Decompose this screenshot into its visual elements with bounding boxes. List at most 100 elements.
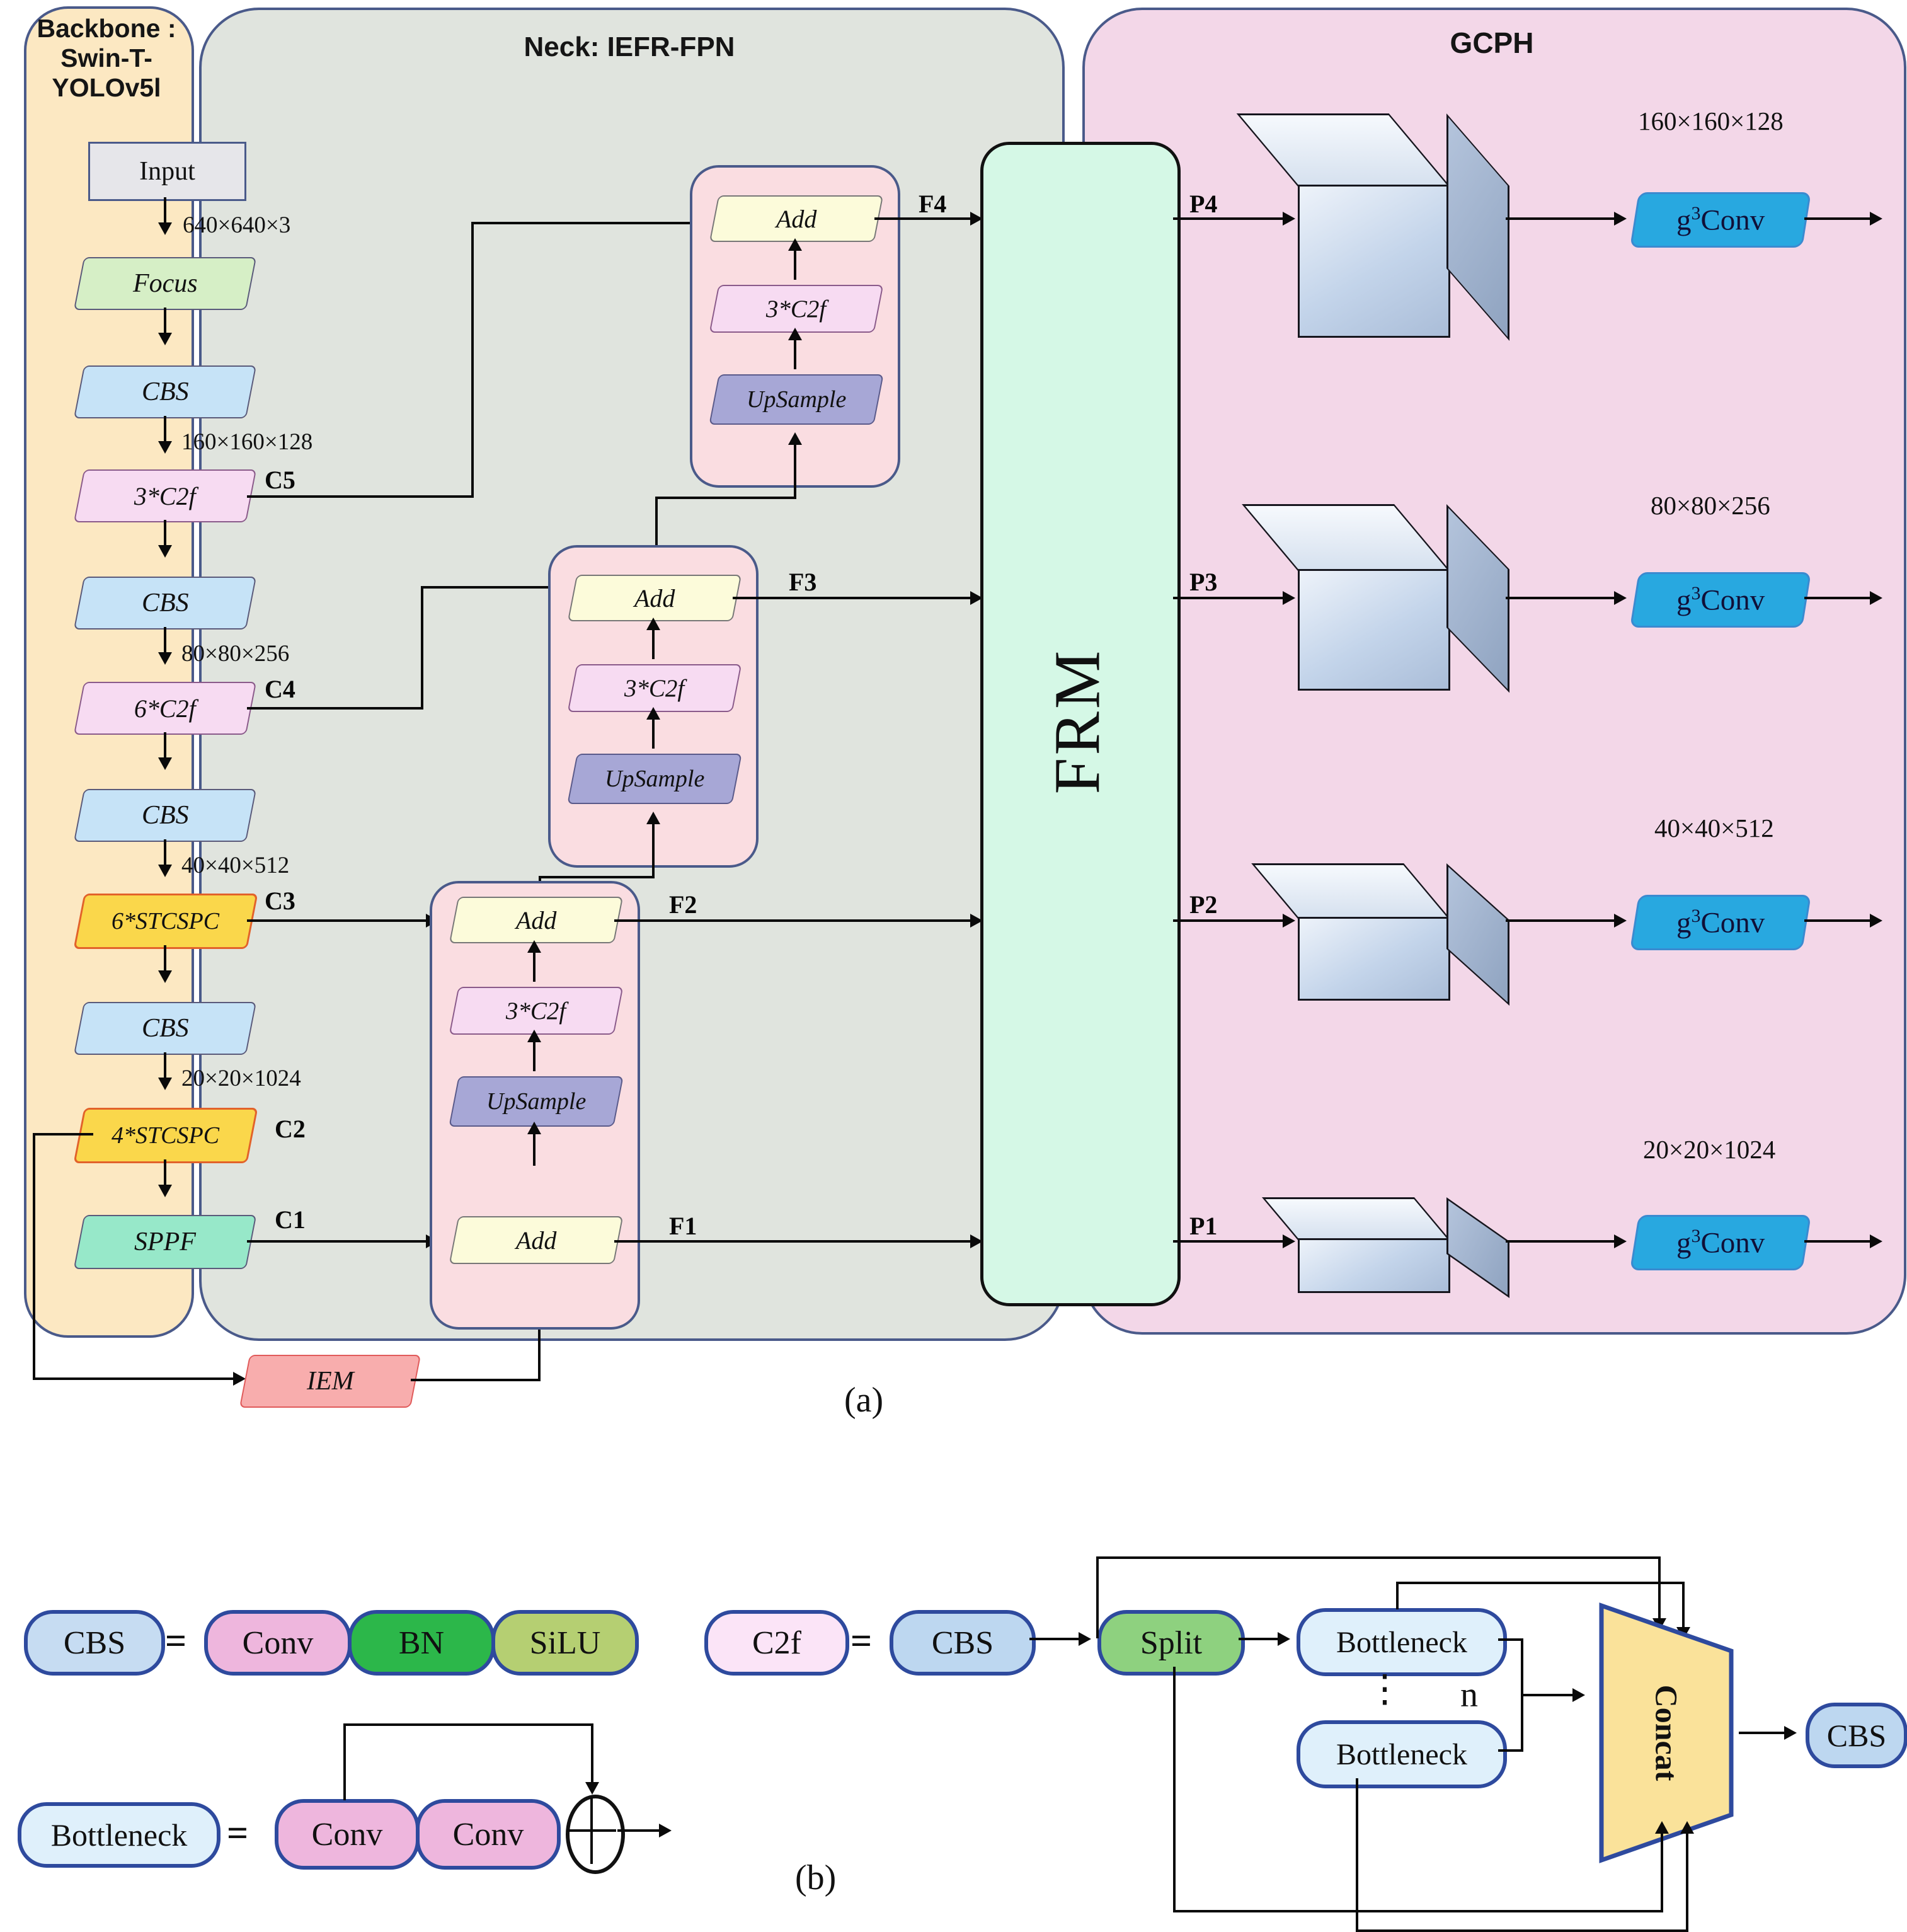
- feature-cube-p1: [1261, 1197, 1509, 1304]
- neck-f2-c2f: 3*C2f: [449, 987, 624, 1035]
- legend-c2f-ellipsis: ⋮: [1366, 1668, 1404, 1710]
- backbone-block-focus: Focus: [73, 257, 257, 310]
- block-label: CBS: [141, 801, 189, 830]
- legend-label: Conv: [242, 1624, 314, 1661]
- connector-f3-to-f4-v: [655, 497, 658, 572]
- connector-p1: [1173, 1240, 1288, 1243]
- gconv-base: g: [1676, 906, 1692, 940]
- frm-box: [980, 142, 1181, 1306]
- arrow-right: [1614, 212, 1627, 226]
- neck-f3-c2f: 3*C2f: [567, 664, 742, 712]
- feature-cube-p3: [1242, 504, 1509, 693]
- arrow-right: [1572, 1688, 1585, 1702]
- legend-c2f-concat-shape: [1599, 1602, 1734, 1863]
- frm-output-p2: P2: [1189, 890, 1218, 919]
- connector: [164, 308, 166, 338]
- residual-out: [617, 1829, 661, 1832]
- gconv-exp: 3: [1691, 1225, 1701, 1246]
- backbone-block-sppf: SPPF: [73, 1215, 257, 1269]
- gconv-rest: Conv: [1700, 906, 1765, 940]
- dim-label-4: 40×40×512: [181, 853, 290, 878]
- legend-c2f-eq: =: [850, 1620, 873, 1662]
- backbone-block-cbs-3: CBS: [73, 789, 257, 842]
- arrow-right: [1614, 591, 1627, 605]
- gconv-base: g: [1676, 1226, 1692, 1260]
- arrow-right: [1283, 212, 1295, 226]
- connector: [164, 520, 166, 550]
- arrow-down: [158, 652, 172, 665]
- gconv-block-2[interactable]: g3Conv: [1630, 572, 1811, 628]
- legend-c2f-bottleneck-1: Bottleneck: [1297, 1608, 1507, 1676]
- residual-h: [343, 1723, 593, 1726]
- legend-label: Bottleneck: [50, 1817, 188, 1853]
- c2f-skip-a-v: [1096, 1556, 1099, 1638]
- feature-cube-p4: [1236, 113, 1509, 342]
- connector-f4: [874, 217, 975, 220]
- tap-label-c2: C2: [275, 1115, 306, 1143]
- arrow-right: [970, 1234, 983, 1248]
- neck-title: Neck: IEFR-FPN: [524, 32, 735, 62]
- connector-f2: [614, 919, 975, 922]
- frm-label-wrap: FRM: [980, 142, 1174, 1300]
- gconv-block-1[interactable]: g3Conv: [1630, 192, 1811, 248]
- block-label: 3*C2f: [766, 295, 827, 323]
- bn-merge-out: [1521, 1694, 1575, 1696]
- legend-label: Conv: [311, 1816, 383, 1853]
- connector-out1: [1804, 217, 1874, 220]
- gconv-rest: Conv: [1700, 1226, 1765, 1260]
- arrow-up: [788, 328, 802, 340]
- legend-label: SiLU: [529, 1624, 601, 1661]
- backbone-block-cbs-2: CBS: [73, 577, 257, 630]
- plus-v: [590, 1797, 593, 1864]
- block-label: Focus: [132, 269, 198, 298]
- neck-output-f3: F3: [789, 568, 817, 596]
- block-label: CBS: [141, 589, 189, 618]
- block-label: CBS: [141, 377, 189, 406]
- block-label: 4*STCSPC: [112, 1122, 220, 1149]
- tap-label-c5: C5: [265, 466, 295, 494]
- arrow-down: [158, 1185, 172, 1197]
- legend-cbs-eq: =: [165, 1620, 187, 1662]
- arrow-down: [158, 222, 172, 235]
- arrow-right: [1614, 1234, 1627, 1248]
- connector-out2: [1804, 597, 1874, 599]
- arrow-right: [1870, 914, 1882, 928]
- connector-f2-to-f3-h: [539, 876, 655, 878]
- connector: [164, 945, 166, 975]
- connector-p4: [1173, 217, 1288, 220]
- gconv-block-3[interactable]: g3Conv: [1630, 895, 1811, 950]
- c2f-skip-b-v2: [1682, 1582, 1685, 1631]
- backbone-block-4stcspc: 4*STCSPC: [73, 1108, 258, 1163]
- block-label: Input: [139, 157, 195, 186]
- arrow-down: [158, 970, 172, 983]
- arrow-right: [970, 914, 983, 928]
- frm-output-p1: P1: [1189, 1212, 1218, 1240]
- backbone-block-3c2f: 3*C2f: [73, 469, 257, 522]
- bn-merge-v2: [1521, 1695, 1523, 1752]
- block-label: CBS: [141, 1014, 189, 1043]
- gconv-rest: Conv: [1700, 204, 1765, 237]
- arrow-right: [970, 212, 983, 226]
- block-label: 3*C2f: [506, 997, 566, 1025]
- connector-c4-h: [421, 586, 575, 589]
- neck-f4-c2f: 3*C2f: [709, 285, 884, 333]
- arrow-down: [585, 1782, 599, 1795]
- backbone-block-cbs-4: CBS: [73, 1002, 257, 1055]
- gcph-dim-4: 20×20×1024: [1643, 1135, 1776, 1164]
- legend-bottleneck-conv-1: Conv: [275, 1799, 420, 1870]
- residual-v2: [591, 1723, 593, 1786]
- connector-head3: [1506, 919, 1619, 922]
- gconv-block-4[interactable]: g3Conv: [1630, 1215, 1811, 1270]
- legend-c2f-cbs-out: CBS: [1806, 1703, 1907, 1768]
- arrow-up: [527, 1122, 541, 1134]
- block-label: Add: [634, 584, 675, 612]
- neck-f2-upsample: UpSample: [449, 1076, 624, 1127]
- dim-label-5: 20×20×1024: [181, 1066, 301, 1091]
- c2f-split-bypass-v: [1173, 1667, 1176, 1912]
- dim-label-3: 80×80×256: [181, 641, 290, 667]
- gconv-base: g: [1676, 204, 1692, 237]
- gconv-rest: Conv: [1700, 584, 1765, 617]
- block-label: UpSample: [604, 766, 705, 792]
- legend-c2f-split: Split: [1097, 1610, 1245, 1676]
- c2f-skip-b-v: [1396, 1582, 1399, 1609]
